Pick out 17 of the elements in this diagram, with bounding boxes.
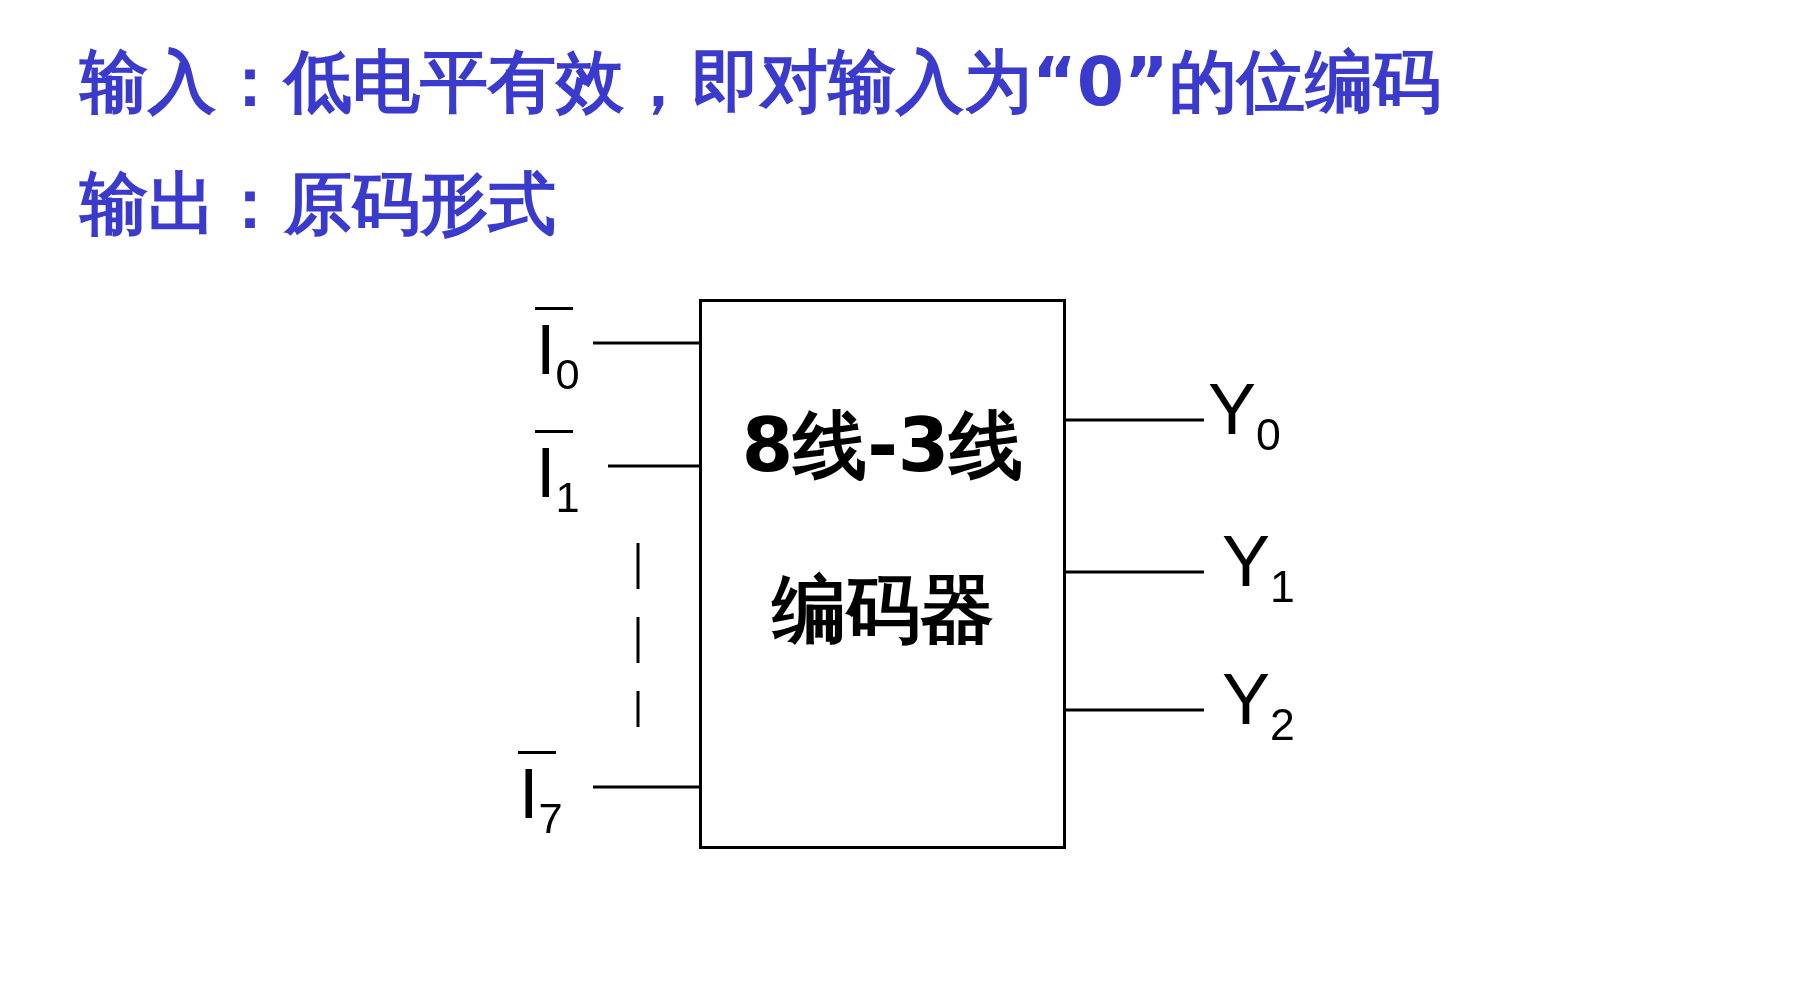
- heading-text: 输入：低电平有效，即对输入为“0”的位编码: [80, 48, 1441, 116]
- output-signal-label: Y$_{2}$: [1222, 663, 1295, 748]
- signal-line: [608, 464, 699, 468]
- box-label: 编码器: [771, 566, 994, 652]
- signal-line: [593, 785, 699, 789]
- box-label: 8线-3线: [741, 402, 1024, 488]
- output-signal-label: Y$_{1}$: [1222, 525, 1295, 610]
- signal-line: [1066, 708, 1204, 712]
- input-signal-label: I$_{0}$: [536, 307, 580, 397]
- encoder-box: [699, 299, 1066, 849]
- output-signal-label: Y$_{0}$: [1208, 373, 1281, 458]
- input-signal-label: I$_{7}$: [519, 751, 563, 841]
- signal-line: [1066, 570, 1204, 574]
- signal-line: [1066, 418, 1204, 422]
- heading-text: 输出：原码形式: [80, 170, 556, 238]
- input-signal-label: I$_{1}$: [536, 430, 580, 520]
- signal-line: [593, 341, 699, 345]
